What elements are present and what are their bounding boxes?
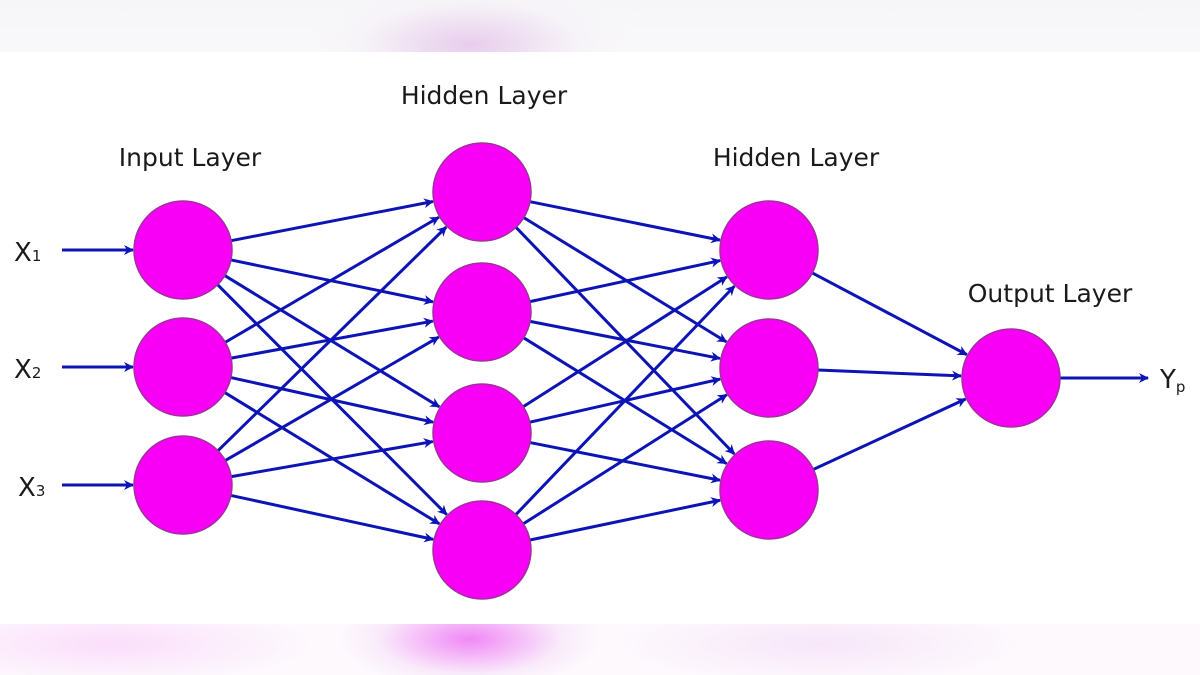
blurred-top-band	[0, 0, 1200, 52]
hidden1-neuron-4	[432, 500, 532, 600]
connection-l1-2-to-0	[522, 275, 728, 408]
input-neuron-3	[133, 435, 233, 535]
connection-l0-2-to-2	[231, 438, 434, 479]
neurons	[133, 142, 1061, 600]
connection-l2-1-to-0	[817, 368, 963, 381]
input-neuron-2	[133, 317, 233, 417]
connection-l1-3-to-1	[522, 393, 728, 526]
hidden2-neuron-3	[719, 440, 819, 540]
connection-l1-3-to-0	[514, 285, 736, 516]
connection-l2-2-to-0	[812, 397, 967, 471]
input-x1-label: X1	[14, 238, 41, 268]
connection-l0-2-to-0	[216, 225, 448, 452]
connection-l0-2-to-1	[224, 335, 440, 462]
connection-l0-0-to-2	[224, 274, 441, 409]
connection-l1-3-to-2	[529, 497, 722, 542]
connection-l1-0-to-0	[529, 200, 721, 244]
output-yp-label: Yp	[1159, 365, 1185, 396]
connection-l0-2-to-3	[230, 493, 435, 543]
connection-l0-0-to-0	[230, 198, 434, 243]
connections	[62, 198, 1149, 543]
hidden2-neuron-1	[719, 200, 819, 300]
input-layer-label: Input Layer	[119, 143, 262, 172]
output-neuron-1	[961, 328, 1061, 428]
hidden2-neuron-2	[719, 318, 819, 418]
connection-l2-0-to-0	[811, 271, 968, 356]
connection-l1-1-to-1	[529, 319, 721, 362]
input-x2-label: X2	[14, 355, 41, 385]
input-neuron-1	[133, 200, 233, 300]
output-layer-label: Output Layer	[968, 279, 1133, 308]
blurred-bottom-band	[0, 624, 1200, 675]
connection-l1-2-to-2	[529, 441, 721, 484]
input-x3-label: X3	[18, 473, 45, 503]
hidden1-neuron-1	[432, 142, 532, 242]
hidden-layer-2-label: Hidden Layer	[713, 143, 880, 172]
hidden1-neuron-2	[432, 262, 532, 362]
connection-l0-1-to-0	[224, 215, 440, 344]
connection-l1-1-to-0	[529, 257, 722, 304]
hidden1-neuron-3	[432, 383, 532, 483]
hidden-layer-1-label: Hidden Layer	[401, 81, 568, 110]
